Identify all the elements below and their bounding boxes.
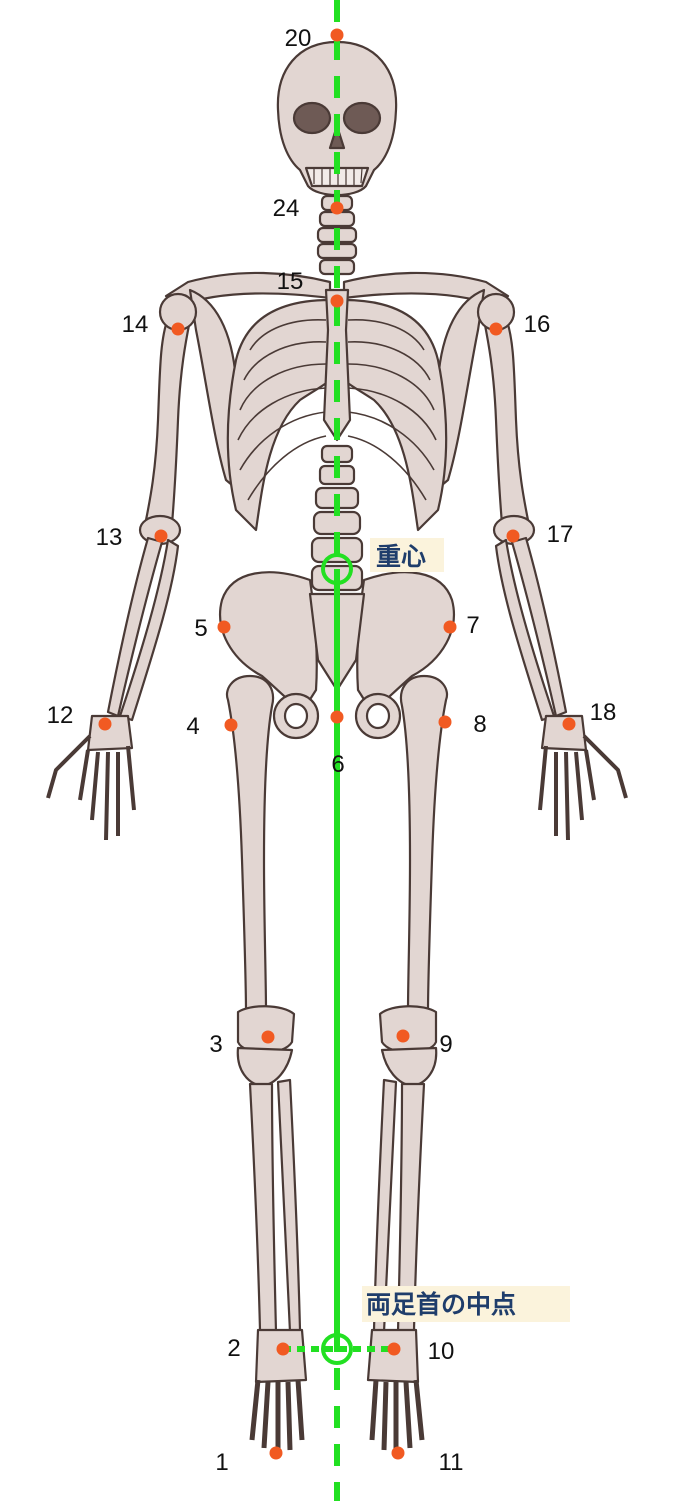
joint-label-17: 17 — [547, 521, 574, 548]
joint-dot-8 — [439, 716, 452, 729]
joint-dot-24 — [331, 202, 344, 215]
joint-dot-18 — [563, 718, 576, 731]
joint-label-6: 6 — [331, 751, 344, 778]
joint-label-24: 24 — [273, 195, 300, 222]
joint-dot-9 — [397, 1030, 410, 1043]
center-of-gravity-label: 重心 — [376, 542, 426, 571]
joint-dot-16 — [490, 323, 503, 336]
joint-dot-14 — [172, 323, 185, 336]
joint-dot-6 — [331, 711, 344, 724]
joint-label-16: 16 — [524, 311, 551, 338]
center-of-gravity-callout: 重心 — [370, 538, 444, 572]
joint-dot-10 — [388, 1343, 401, 1356]
joint-label-3: 3 — [209, 1031, 222, 1058]
joint-label-5: 5 — [194, 615, 207, 642]
joint-label-10: 10 — [428, 1338, 455, 1365]
joint-label-7: 7 — [466, 612, 479, 639]
joint-dot-2 — [277, 1343, 290, 1356]
joint-dot-13 — [155, 530, 168, 543]
joint-label-14: 14 — [122, 311, 149, 338]
joint-dot-7 — [444, 621, 457, 634]
ankle-midpoint-callout: 両足首の中点 — [362, 1286, 570, 1322]
joint-label-15: 15 — [277, 268, 304, 295]
joint-dot-11 — [392, 1447, 405, 1460]
joint-label-8: 8 — [473, 711, 486, 738]
joint-label-9: 9 — [439, 1031, 452, 1058]
joint-label-18: 18 — [590, 699, 617, 726]
joint-dot-17 — [507, 530, 520, 543]
joint-dot-12 — [99, 718, 112, 731]
joint-dot-5 — [218, 621, 231, 634]
ankle-midpoint-label: 両足首の中点 — [366, 1290, 516, 1319]
joint-dot-1 — [270, 1447, 283, 1460]
joint-dot-4 — [225, 719, 238, 732]
joint-label-12: 12 — [47, 702, 74, 729]
joint-label-2: 2 — [227, 1335, 240, 1362]
joint-dot-20 — [331, 29, 344, 42]
joint-label-11: 11 — [439, 1449, 464, 1476]
joint-dot-3 — [262, 1031, 275, 1044]
joint-label-4: 4 — [186, 713, 199, 740]
joint-label-13: 13 — [96, 524, 123, 551]
joint-label-1: 1 — [215, 1449, 228, 1476]
joint-dot-15 — [331, 295, 344, 308]
joint-label-20: 20 — [285, 25, 312, 52]
